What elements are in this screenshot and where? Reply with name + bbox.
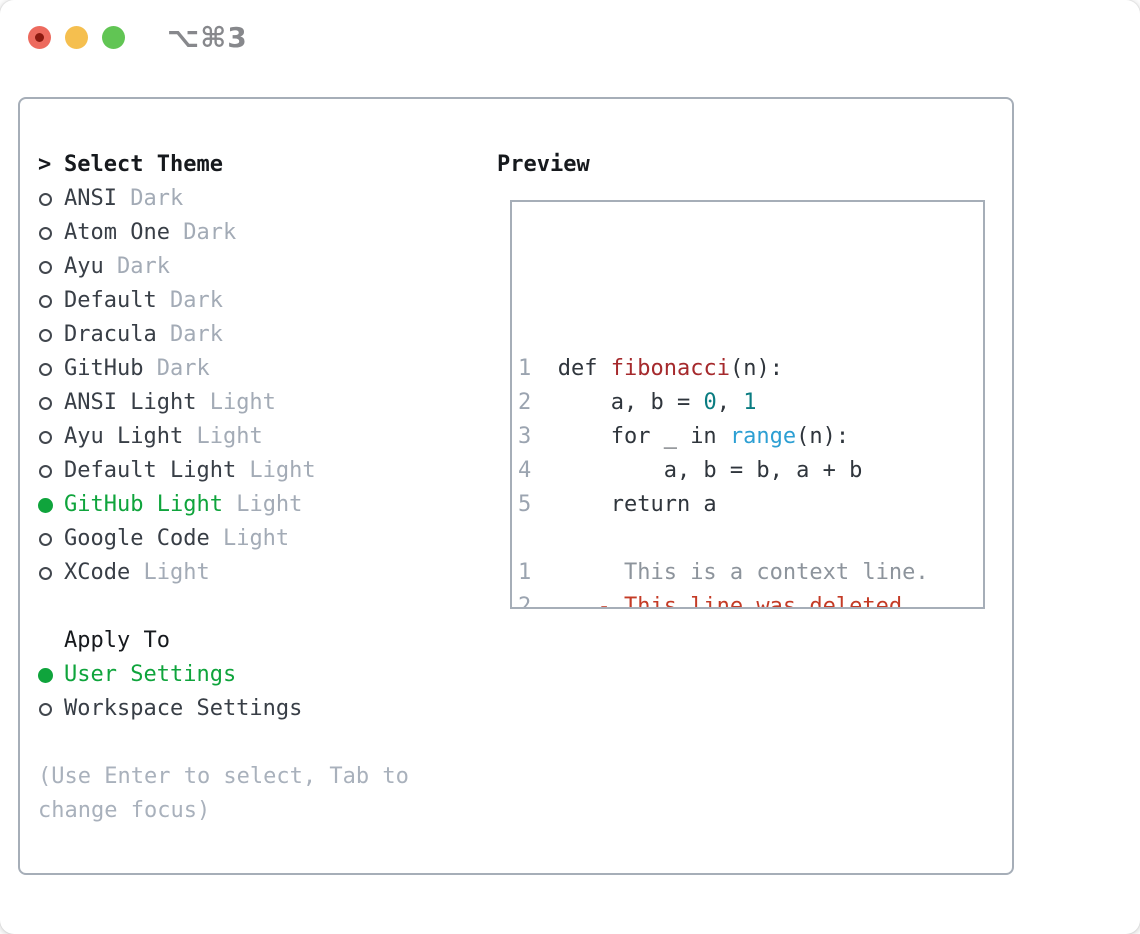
minimize-button-icon[interactable]: [65, 26, 88, 49]
close-button-icon[interactable]: [28, 26, 51, 49]
code-line: 4 a, b = b, a + b: [518, 458, 863, 483]
apply-option-user-settings[interactable]: User Settings: [38, 658, 478, 692]
theme-item-label: Default Light Light: [64, 458, 316, 483]
theme-item-ayu[interactable]: Ayu Dark: [38, 250, 478, 284]
apply-to-header: Apply To: [64, 628, 170, 653]
theme-list-header: Select Theme: [64, 152, 223, 177]
radio-unselected-icon[interactable]: [39, 532, 52, 546]
theme-item-atom-one[interactable]: Atom One Dark: [38, 216, 478, 250]
code-line: 1 def fibonacci(n):: [518, 356, 783, 381]
help-text: (Use Enter to select, Tab to change focu…: [38, 760, 478, 828]
theme-item-dracula[interactable]: Dracula Dark: [38, 318, 478, 352]
theme-list-header-row: > Select Theme: [38, 148, 478, 182]
theme-item-github[interactable]: GitHub Dark: [38, 352, 478, 386]
theme-item-label: Google Code Light: [64, 526, 290, 551]
theme-item-label: ANSI Light Light: [64, 390, 276, 415]
titlebar: ⌥⌘3: [0, 0, 1140, 74]
line-number: 5: [518, 492, 532, 517]
apply-option-label: User Settings: [64, 662, 237, 687]
theme-item-label: XCode Light: [64, 560, 210, 585]
zoom-button-icon[interactable]: [102, 26, 125, 49]
theme-item-google-code[interactable]: Google Code Light: [38, 522, 478, 556]
theme-item-default[interactable]: Default Dark: [38, 284, 478, 318]
code-line: 2 a, b = 0, 1: [518, 390, 757, 415]
radio-selected-icon[interactable]: [38, 667, 53, 683]
line-number: 1: [518, 356, 532, 381]
apply-to-header-row: Apply To: [38, 624, 478, 658]
line-number: 2: [518, 390, 532, 415]
theme-item-ansi[interactable]: ANSI Dark: [38, 182, 478, 216]
preview-box: 1 def fibonacci(n): 2 a, b = 0, 1 3 for _ …: [510, 200, 985, 609]
theme-item-xcode[interactable]: XCode Light: [38, 556, 478, 590]
radio-unselected-icon[interactable]: [39, 464, 52, 478]
theme-item-label: Default Dark: [64, 288, 223, 313]
radio-unselected-icon[interactable]: [39, 362, 52, 376]
radio-unselected-icon[interactable]: [39, 226, 52, 240]
code-line: 3 for _ in range(n):: [518, 424, 850, 449]
radio-unselected-icon[interactable]: [39, 260, 52, 274]
theme-item-label: Dracula Dark: [64, 322, 223, 347]
apply-option-workspace-settings[interactable]: Workspace Settings: [38, 692, 478, 726]
theme-item-label: Atom One Dark: [64, 220, 237, 245]
theme-item-label: Ayu Light Light: [64, 424, 263, 449]
radio-unselected-icon[interactable]: [39, 396, 52, 410]
help-text-line-1: (Use Enter to select, Tab to: [38, 764, 409, 789]
theme-item-label: Ayu Dark: [64, 254, 170, 279]
window-title: ⌥⌘3: [167, 21, 248, 54]
radio-unselected-icon[interactable]: [39, 294, 52, 308]
theme-item-label: GitHub Light Light: [64, 492, 303, 517]
radio-unselected-icon[interactable]: [39, 702, 52, 716]
line-number: 2: [518, 594, 532, 609]
theme-item-label: GitHub Dark: [64, 356, 210, 381]
radio-unselected-icon[interactable]: [39, 566, 52, 580]
line-number: 3: [518, 424, 532, 449]
line-number: 1: [518, 560, 532, 585]
theme-item-label: ANSI Dark: [64, 186, 184, 211]
preview-code: 1 def fibonacci(n): 2 a, b = 0, 1 3 for _ …: [512, 202, 983, 609]
line-number: 4: [518, 458, 532, 483]
cursor-prompt-icon: >: [38, 152, 52, 177]
theme-item-default-light[interactable]: Default Light Light: [38, 454, 478, 488]
preview-header: Preview: [497, 152, 590, 177]
radio-unselected-icon[interactable]: [39, 430, 52, 444]
code-line: 1 This is a context line.: [518, 560, 929, 585]
apply-option-label: Workspace Settings: [64, 696, 303, 721]
theme-item-github-light[interactable]: GitHub Light Light: [38, 488, 478, 522]
code-line: [518, 522, 983, 556]
radio-unselected-icon[interactable]: [39, 192, 52, 206]
theme-item-ansi-light[interactable]: ANSI Light Light: [38, 386, 478, 420]
code-line: 2 - This line was deleted.: [518, 590, 983, 609]
code-line: 5 return a: [518, 492, 717, 517]
help-text-line-2: change focus): [38, 798, 211, 823]
radio-unselected-icon[interactable]: [39, 328, 52, 342]
radio-selected-icon[interactable]: [38, 497, 53, 513]
theme-item-ayu-light[interactable]: Ayu Light Light: [38, 420, 478, 454]
